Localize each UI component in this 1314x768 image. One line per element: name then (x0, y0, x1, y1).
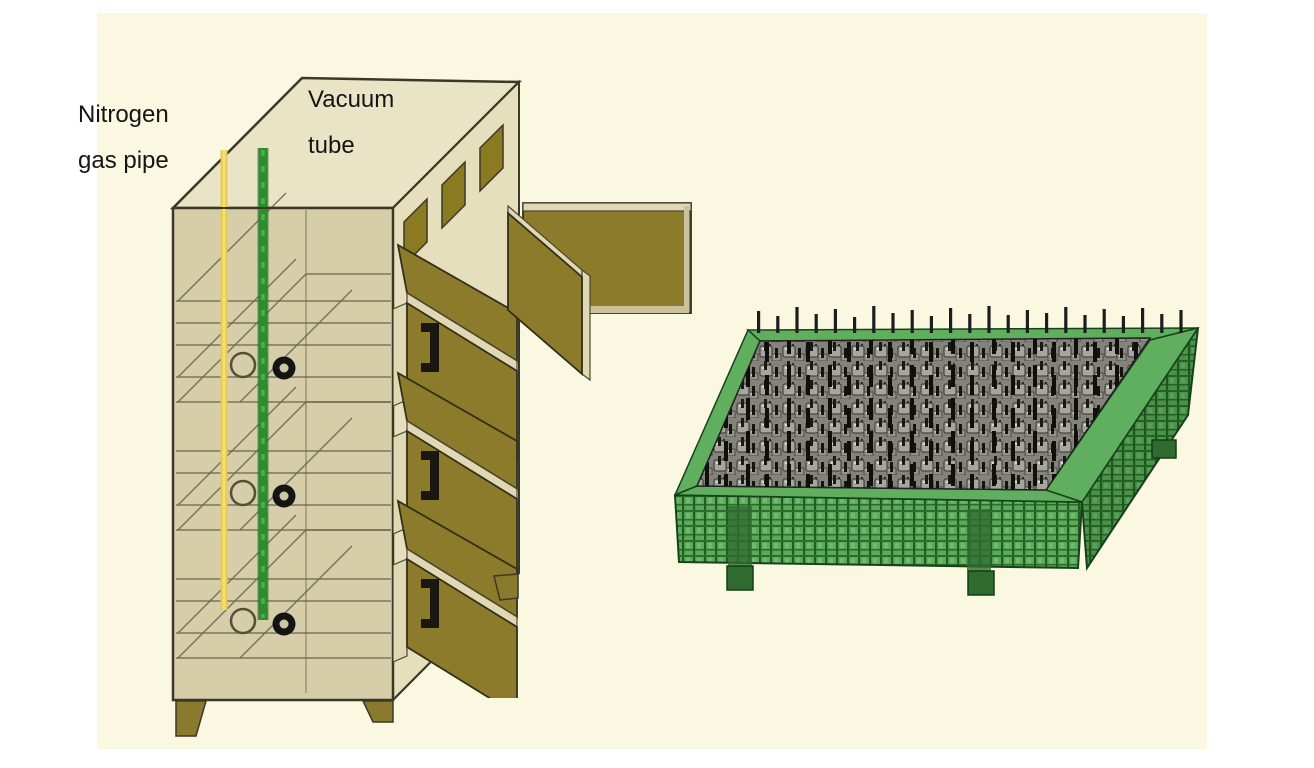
vacuum-label-line1: Vacuum (308, 86, 395, 113)
tray-pin (1064, 307, 1068, 333)
nitrogen-label-line1: Nitrogen (78, 101, 169, 128)
component-tray (673, 306, 1200, 596)
tray-foot (967, 570, 995, 596)
tray-pin (853, 317, 857, 333)
tray-pin (1006, 315, 1010, 333)
nitrogen-label-line2: gas pipe (78, 147, 169, 174)
tray-pin (949, 308, 953, 333)
tray-pin (1025, 310, 1029, 333)
drying-oven (169, 76, 692, 737)
tray-pin (872, 306, 876, 333)
tray-post (967, 509, 991, 571)
vacuum-label-line2: tube (308, 132, 355, 159)
tray-pin (776, 316, 780, 333)
tray-pin (1083, 315, 1087, 333)
tray-pin (1045, 313, 1049, 333)
tray-pin (1141, 308, 1145, 333)
tray-pin (795, 307, 799, 333)
tray-pin (1121, 316, 1125, 333)
tray-pin (929, 316, 933, 333)
oven-door-open (507, 204, 591, 382)
tray-pins-row (757, 306, 1183, 333)
tray-pin (968, 314, 972, 333)
tray-foot (1151, 439, 1177, 459)
tray-pin (891, 313, 895, 333)
oven-foot-right (361, 700, 394, 723)
vacuum-label: Vacuum tube (308, 77, 394, 169)
oven-interior (175, 148, 392, 693)
tray-pin (757, 311, 761, 333)
tray-pin (833, 309, 837, 333)
tray-pin (910, 310, 914, 333)
oven-foot-back (493, 573, 519, 601)
oven-foot-left (175, 700, 207, 737)
tray-pin (987, 306, 991, 333)
tray-post (728, 506, 752, 566)
tray-foot (726, 565, 754, 591)
nitrogen-label: Nitrogen gas pipe (78, 92, 169, 184)
oven-drawers (393, 244, 518, 698)
tray-pin (1179, 310, 1183, 333)
tray-pin (1160, 314, 1164, 333)
tray-pin (814, 314, 818, 333)
tray-pin (1102, 309, 1106, 333)
